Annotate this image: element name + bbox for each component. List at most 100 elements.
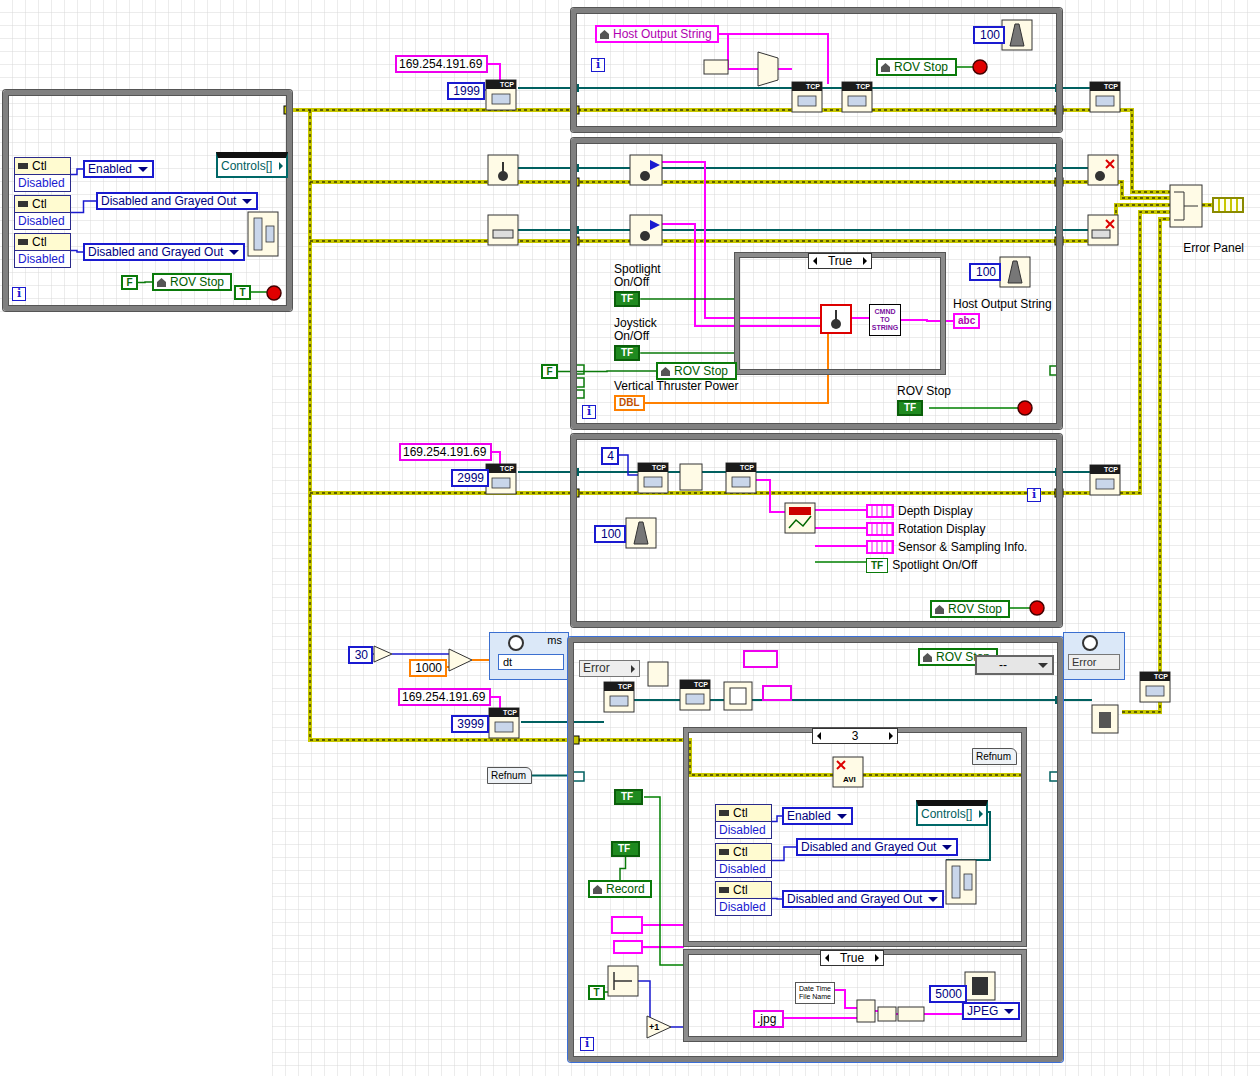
tcp-function-icon xyxy=(486,80,516,89)
numeric-constant: 1000 xyxy=(409,659,447,677)
joystick-icon xyxy=(821,305,851,333)
node-text: abc xyxy=(953,313,980,329)
while-loop: iHost Output String100ROV Stop xyxy=(571,8,1062,132)
function-icon xyxy=(612,917,642,933)
case-selector-label: 3 xyxy=(812,728,898,744)
tcp-function-icon xyxy=(1090,465,1120,474)
node-text: Ctl xyxy=(716,882,771,899)
tcp-function-icon xyxy=(1140,672,1170,681)
enum-constant: Disabled and Grayed Out xyxy=(96,192,258,210)
enum-constant: Enabled xyxy=(782,807,853,825)
boolean-constant: T xyxy=(588,985,605,1000)
tcp-function-icon xyxy=(644,477,662,487)
string-wire xyxy=(756,480,866,546)
wait-timer-icon xyxy=(634,522,648,544)
joystick-icon xyxy=(640,231,650,241)
iteration-terminal: i xyxy=(1027,488,1041,502)
node-text: CMND TO STRING xyxy=(872,308,898,331)
joystick-icon xyxy=(488,215,518,245)
tcp-function-icon xyxy=(486,464,516,494)
numeric-wire xyxy=(638,981,684,1027)
node-text: TF xyxy=(897,400,923,416)
node-text: TF xyxy=(621,791,633,802)
wait-timer-icon xyxy=(1008,261,1022,283)
iteration-terminal: i xyxy=(591,58,605,72)
node-text: Depth Display xyxy=(898,504,973,518)
local-variable: ROV Stop xyxy=(656,362,737,380)
tcp-function-icon xyxy=(848,96,866,106)
tcp-function-icon xyxy=(638,463,668,472)
node-text: Spotlight On/Off xyxy=(614,263,670,289)
tcp-function-icon xyxy=(486,464,516,473)
node-text: ROV Stop xyxy=(897,385,951,398)
string-wire xyxy=(642,925,684,947)
node-text: Record xyxy=(606,882,645,896)
node-text: JPEG xyxy=(967,1004,998,1018)
tcp-function-icon xyxy=(492,94,510,104)
numeric-constant: 30 xyxy=(348,646,373,664)
dbl-wire xyxy=(439,333,828,667)
node-text: F xyxy=(546,366,552,377)
wire xyxy=(620,857,626,880)
ring-constant: -- xyxy=(975,655,1054,675)
node-text: Controls[] xyxy=(921,807,972,821)
tcp-function-icon xyxy=(1090,82,1120,91)
icon-caption: TCP xyxy=(805,82,821,91)
boolean-control: TF xyxy=(614,789,643,805)
node-text: Disabled xyxy=(15,251,70,267)
node-text: Error xyxy=(583,661,610,675)
while-loop: iSpotlight On/OffTFJoystick On/OffTFTrue… xyxy=(571,138,1062,429)
case-structure: TrueCMND TO STRING xyxy=(735,253,945,374)
node-text: Enabled xyxy=(787,809,831,823)
function-icon xyxy=(744,651,777,667)
local-variable: ROV Stop xyxy=(876,58,957,76)
tcp-function-icon xyxy=(638,463,668,493)
tcp-function-icon xyxy=(604,682,634,712)
function-icon xyxy=(898,1007,924,1021)
function-icon xyxy=(972,977,988,995)
function-icon xyxy=(952,866,960,898)
tcp-function-icon xyxy=(792,82,822,112)
wire xyxy=(532,775,568,777)
terminal: Joystick On/OffTF xyxy=(614,317,671,361)
node-text: 2999 xyxy=(457,471,484,485)
numeric-constant: 1999 xyxy=(447,82,485,100)
tcp-function-icon xyxy=(680,680,710,710)
node-text: 100 xyxy=(976,265,996,279)
terminal: Vertical Thruster PowerDBL xyxy=(614,380,740,411)
node-text: TF xyxy=(614,291,640,307)
string-wire xyxy=(851,317,869,319)
tcp-function-icon xyxy=(842,82,872,91)
property-node: CtlDisabled xyxy=(14,233,71,268)
tcp-function-icon xyxy=(1146,686,1164,696)
indicator-terminal: Sensor & Sampling Info. xyxy=(866,539,1029,555)
boolean-wire xyxy=(604,797,684,992)
node-text: 1000 xyxy=(415,661,442,675)
joystick-icon xyxy=(1088,155,1118,185)
node-text: Disabled and Grayed Out xyxy=(101,194,236,208)
error-node: Error xyxy=(579,660,640,677)
node-text: Ctl xyxy=(15,196,70,213)
node-text: dt xyxy=(498,654,564,670)
tcp-function-icon xyxy=(604,682,634,691)
icon-caption: AVI xyxy=(842,775,857,784)
icon-caption: +1 xyxy=(649,1022,659,1032)
wire xyxy=(138,281,152,283)
enum-constant: Disabled and Grayed Out xyxy=(796,838,958,856)
boolean-constant: F xyxy=(121,275,138,290)
string-constant: 169.254.191.69 xyxy=(395,55,488,73)
node-text: ROV Stop xyxy=(894,60,948,74)
grid-background xyxy=(0,312,272,1076)
wait-timer-icon xyxy=(626,518,656,548)
tcp-function-icon xyxy=(798,96,816,106)
subvi-icon: Date Time File Name xyxy=(795,982,835,1004)
property-node: CtlDisabled xyxy=(14,195,71,230)
function-icon xyxy=(374,646,392,662)
node-text: Ctl xyxy=(15,158,70,175)
function-icon xyxy=(614,941,642,953)
node-text: Sensor & Sampling Info. xyxy=(898,540,1027,554)
joystick-icon xyxy=(640,171,650,181)
node-text: Error Panel xyxy=(1183,241,1244,255)
